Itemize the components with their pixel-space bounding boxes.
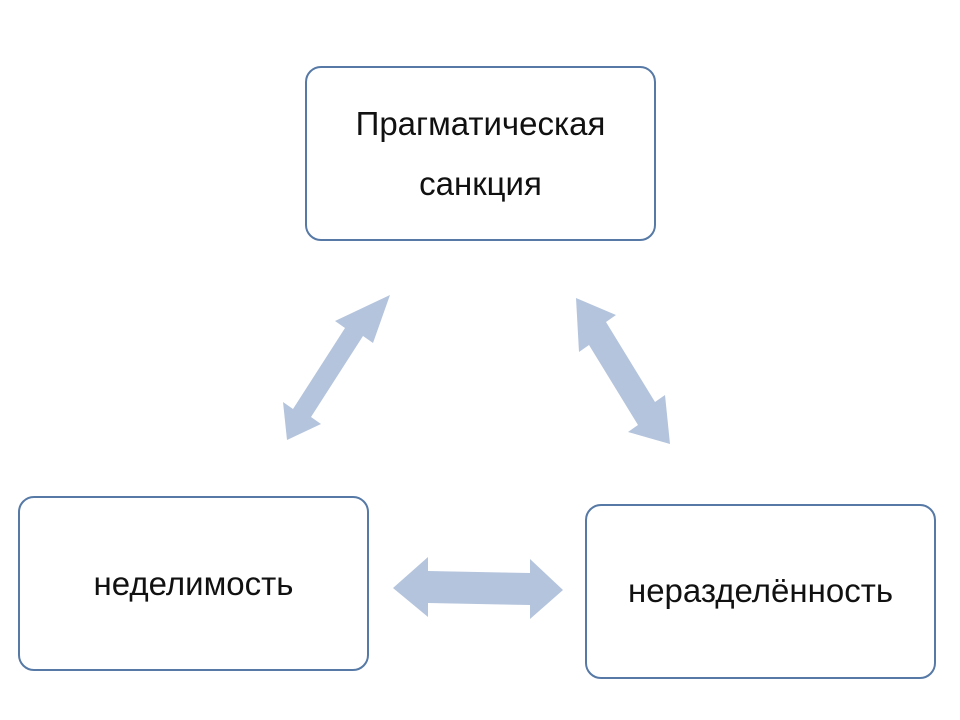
- node-indivisibility: неделимость: [18, 496, 369, 671]
- arrow-top-left: [283, 295, 390, 440]
- arrow-left-right: [393, 557, 563, 619]
- arrow-top-right: [576, 298, 670, 444]
- node-label: неделимость: [93, 564, 294, 602]
- node-pragmatic-sanction: Прагматическая санкция: [305, 66, 656, 241]
- node-label: неразделённость: [627, 572, 894, 610]
- node-inseparability: неразделённость: [585, 504, 936, 679]
- node-label: Прагматическая санкция: [355, 105, 606, 202]
